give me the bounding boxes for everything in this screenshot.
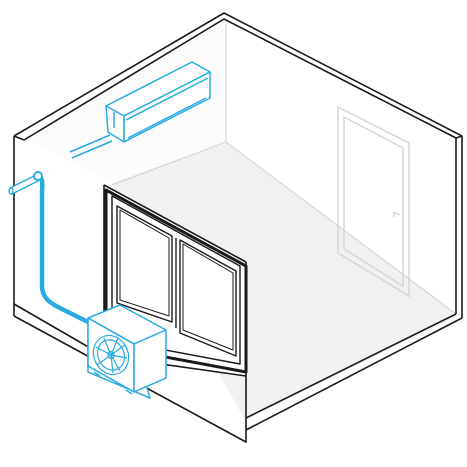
refrigerant-pipe-icon [33, 171, 99, 329]
window-icon [104, 188, 248, 374]
door-icon [337, 105, 410, 298]
room-floor [112, 140, 460, 420]
fan-icon [92, 334, 130, 376]
back-wall-right [224, 17, 456, 313]
interior-edges [111, 24, 457, 315]
split-ac-indoor-unit-icon [69, 61, 211, 159]
outdoor-condenser-unit-icon [87, 304, 167, 399]
left-outer-wall [14, 136, 104, 356]
